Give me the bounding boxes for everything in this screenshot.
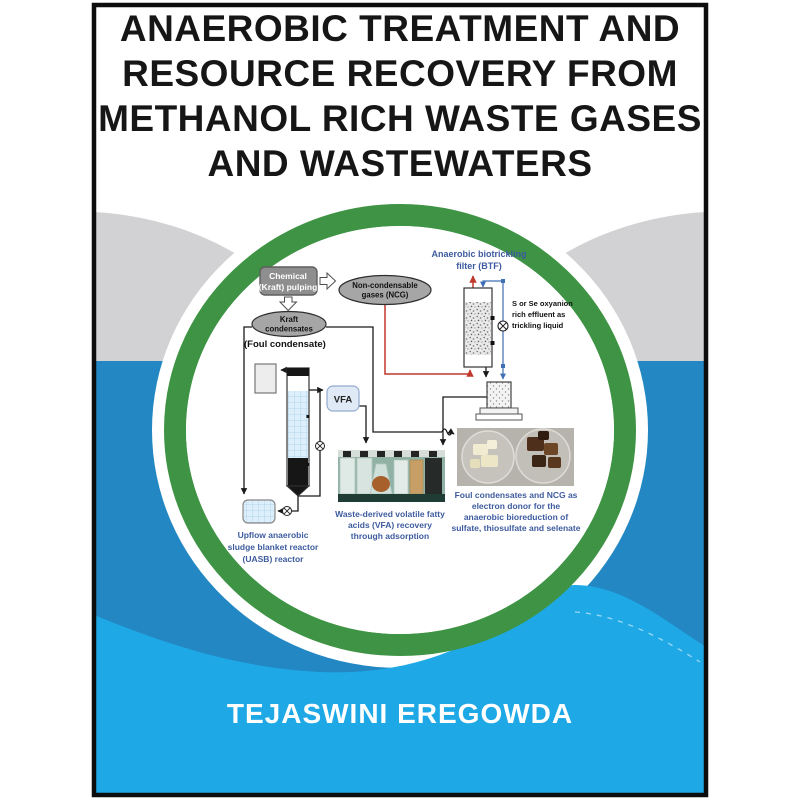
chemical-pulping-label-1: Chemical xyxy=(269,271,307,281)
title-block: ANAEROBIC TREATMENT AND RESOURCE RECOVER… xyxy=(94,6,706,186)
bright-blue-wave xyxy=(94,585,708,795)
trickling-pump xyxy=(497,320,509,332)
vfa-caption-1: Waste-derived volatile fatty xyxy=(335,509,445,519)
trickling-label-3: trickling liquid xyxy=(512,321,564,330)
uasb-recycle-pump xyxy=(315,441,325,451)
uasb-column xyxy=(285,367,311,497)
feed-tank xyxy=(254,363,277,394)
ncg-label-1: Non-condensable xyxy=(352,281,418,290)
petri-caption-4: sulfate, thiosulfate and selenate xyxy=(452,523,581,533)
vfa-bottles-photo xyxy=(338,450,445,502)
uasb-caption-3: (UASB) reactor xyxy=(243,554,305,564)
author-name: TEJASWINI EREGOWDA xyxy=(226,698,574,729)
chemical-pulping-label-2: (Kraft) pulping xyxy=(259,282,318,292)
cover-border xyxy=(91,2,709,798)
vfa-label: VFA xyxy=(334,395,353,406)
kraft-label-1: Kraft xyxy=(280,315,299,324)
uasb-caption-2: sludge blanket reactor xyxy=(228,542,319,552)
gas-separator-box xyxy=(242,499,276,524)
ncg-ellipse: Non-condensable gases (NCG) xyxy=(338,274,432,306)
petri-caption-3: anaerobic bioreduction of xyxy=(464,512,569,522)
green-ring xyxy=(164,204,636,656)
kraft-label-2: condensates xyxy=(265,325,313,334)
trickling-liquid-beaker xyxy=(475,381,523,421)
btf-column xyxy=(463,287,495,368)
trickling-label-1: S or Se oxyanion xyxy=(512,299,573,308)
btf-label-2: filter (BTF) xyxy=(456,261,502,271)
kraft-condensates-ellipse: Kraft condensates xyxy=(251,310,327,338)
process-diagram: Chemical (Kraft) pulping Non-condensable… xyxy=(228,249,581,564)
block-arrow-down xyxy=(278,296,298,312)
vfa-caption-2: acids (VFA) recovery xyxy=(348,520,432,530)
vfa-caption-3: through adsorption xyxy=(351,531,429,541)
title-line-2: RESOURCE RECOVERY FROM xyxy=(122,53,678,94)
foul-condensate-label: (Foul condensate) xyxy=(244,339,326,350)
block-arrow-right xyxy=(319,271,337,291)
title-line-4: AND WASTEWATERS xyxy=(207,143,593,184)
vfa-box: VFA xyxy=(326,385,360,412)
chemical-pulping-box: Chemical (Kraft) pulping xyxy=(259,266,318,296)
diagram-captions: Upflow anaerobic sludge blanket reactor … xyxy=(228,490,581,564)
title-line-1: ANAEROBIC TREATMENT AND xyxy=(119,8,681,49)
title-line-3: METHANOL RICH WASTE GASES xyxy=(98,98,702,139)
petri-caption-2: electron donor for the xyxy=(472,501,561,511)
wave-dashed-accent xyxy=(574,611,701,663)
btf-label-1: Anaerobic biotrickling xyxy=(431,249,526,259)
uasb-feed-pump xyxy=(282,506,292,516)
petri-caption-1: Foul condensates and NCG as xyxy=(455,490,578,500)
uasb-caption-1: Upflow anaerobic xyxy=(238,530,309,540)
ncg-label-2: gases (NCG) xyxy=(362,291,409,300)
trickling-label-2: rich effluent as xyxy=(512,310,565,319)
petri-dish-photo xyxy=(457,428,574,486)
